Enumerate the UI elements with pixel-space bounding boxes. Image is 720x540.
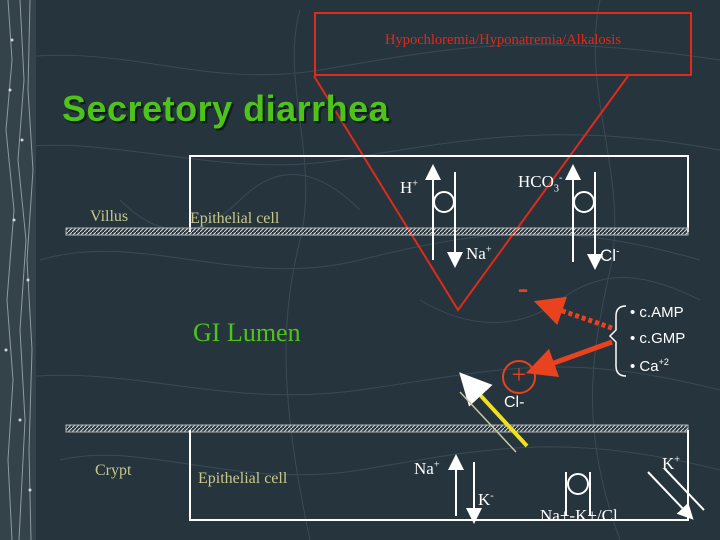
epithelial-cell-top-label: Epithelial cell — [190, 210, 280, 227]
k-minus-label: K- — [478, 490, 494, 509]
cotransport-label: Na+-K+/Cl — [540, 506, 618, 525]
cotransporter-na-k-cl — [565, 472, 591, 516]
inhibit-arrow — [533, 296, 613, 331]
cl-minus-top-label: Cl- — [600, 246, 620, 265]
stimulate-arrow — [525, 339, 613, 378]
crypt-label: Crypt — [95, 462, 132, 479]
na-plus-top-label: Na+ — [466, 244, 492, 263]
crypt-cell-outline — [189, 430, 689, 521]
messenger-ca: • Ca+2 — [630, 357, 669, 375]
hco3-label: HCO3- — [518, 172, 563, 195]
stimulation-plus-symbol: + — [502, 360, 536, 394]
h-plus-label: H+ — [400, 178, 419, 197]
transporter-h-na — [425, 164, 463, 268]
villus-cell-outline — [189, 155, 689, 232]
gi-lumen-label: GI Lumen — [193, 318, 301, 347]
k-efflux-arrow — [647, 467, 705, 520]
cl-secretion-arrow — [459, 372, 529, 448]
transporter-hco3-cl — [565, 164, 603, 270]
k-plus-label: K+ — [662, 454, 681, 473]
banner-box: Hypochloremia/Hyponatremia/Alkalosis — [314, 12, 692, 76]
cl-minus-mid-label: Cl- — [504, 394, 525, 411]
page-title: Secretory diarrhea — [62, 88, 390, 129]
transporter-na-k — [448, 454, 482, 524]
cl-secretion-arrow-shadow — [459, 391, 517, 453]
banner-text: Hypochloremia/Hyponatremia/Alkalosis — [385, 32, 621, 48]
villus-label: Villus — [90, 208, 129, 225]
villus-membrane — [65, 227, 689, 236]
messenger-cgmp: • c.GMP — [630, 330, 686, 347]
messenger-camp: • c.AMP — [630, 304, 684, 321]
crypt-membrane — [65, 424, 689, 433]
epithelial-cell-bottom-label: Epithelial cell — [198, 470, 288, 487]
banner-connector-lines — [313, 75, 629, 312]
messenger-bracket — [608, 305, 627, 377]
na-plus-bottom-label: Na+ — [414, 459, 440, 478]
inhibition-minus-symbol: - — [517, 270, 529, 308]
